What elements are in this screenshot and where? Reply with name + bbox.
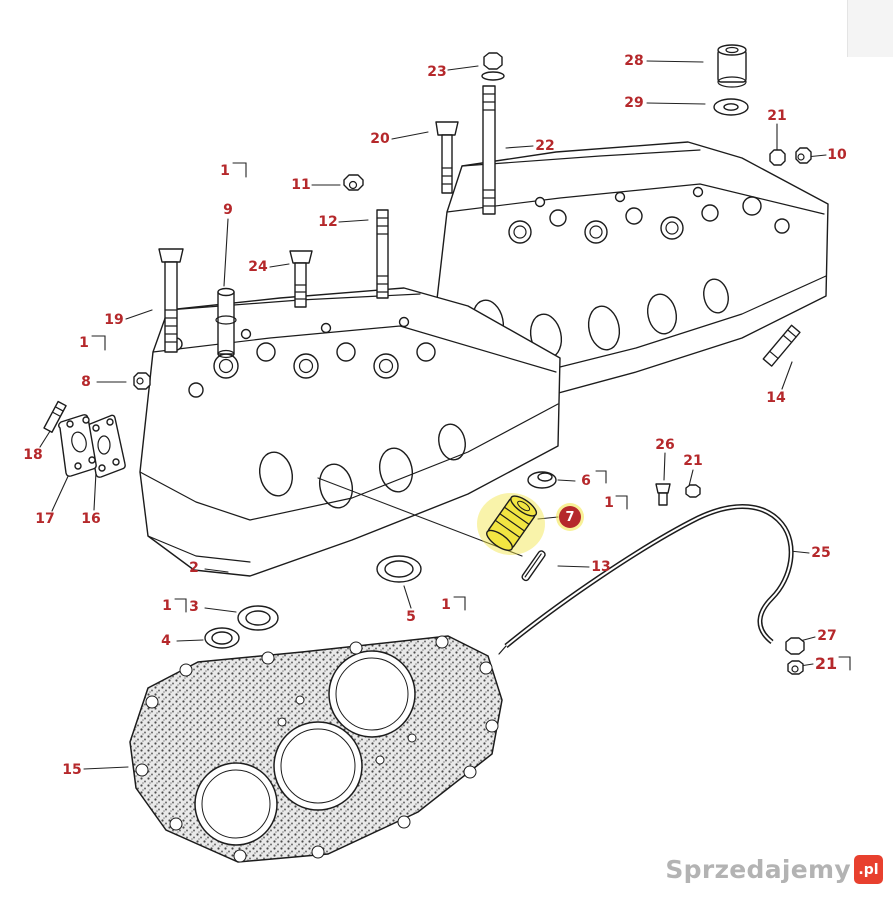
valve-guide-9 xyxy=(215,287,237,359)
bolt-19 xyxy=(158,248,184,353)
part-7-highlighted xyxy=(477,493,545,555)
ring-4 xyxy=(204,627,240,649)
bolt-20 xyxy=(435,121,459,194)
stud-18 xyxy=(43,400,67,433)
nut-11 xyxy=(343,174,364,191)
cover-17 xyxy=(58,414,97,477)
nut-21-mid xyxy=(685,484,701,498)
nut-8 xyxy=(133,372,151,390)
nut-21-bottom xyxy=(787,660,804,675)
nut-21-top xyxy=(769,149,786,166)
head-gasket xyxy=(129,635,503,863)
watermark-brand: Sprzedajemy xyxy=(665,855,851,884)
nut-10 xyxy=(795,147,812,164)
bolt-24 xyxy=(289,250,313,308)
spacer-28 xyxy=(717,44,747,88)
leader-lines xyxy=(39,60,851,770)
cylinder-head-rear xyxy=(432,141,829,399)
gasket-16 xyxy=(86,414,126,478)
union-27 xyxy=(785,637,805,655)
stud-14 xyxy=(762,324,801,367)
group-brackets xyxy=(91,162,851,671)
stud-22 xyxy=(482,85,496,215)
nut-washer-23 xyxy=(481,52,505,81)
cylinder-head-front xyxy=(139,287,561,577)
oring-3 xyxy=(237,605,279,631)
watermark: Sprzedajemy .pl xyxy=(665,855,883,884)
washer-29 xyxy=(713,98,749,116)
stud-12 xyxy=(376,209,389,299)
image-edge-artifact xyxy=(847,0,893,57)
pin-13 xyxy=(521,550,546,582)
watermark-tld-badge: .pl xyxy=(854,855,883,884)
banjo-bolt-26 xyxy=(655,483,671,506)
leak-off-pipe-25 xyxy=(498,504,794,655)
seal-5 xyxy=(376,555,422,583)
plug-6 xyxy=(527,471,557,489)
